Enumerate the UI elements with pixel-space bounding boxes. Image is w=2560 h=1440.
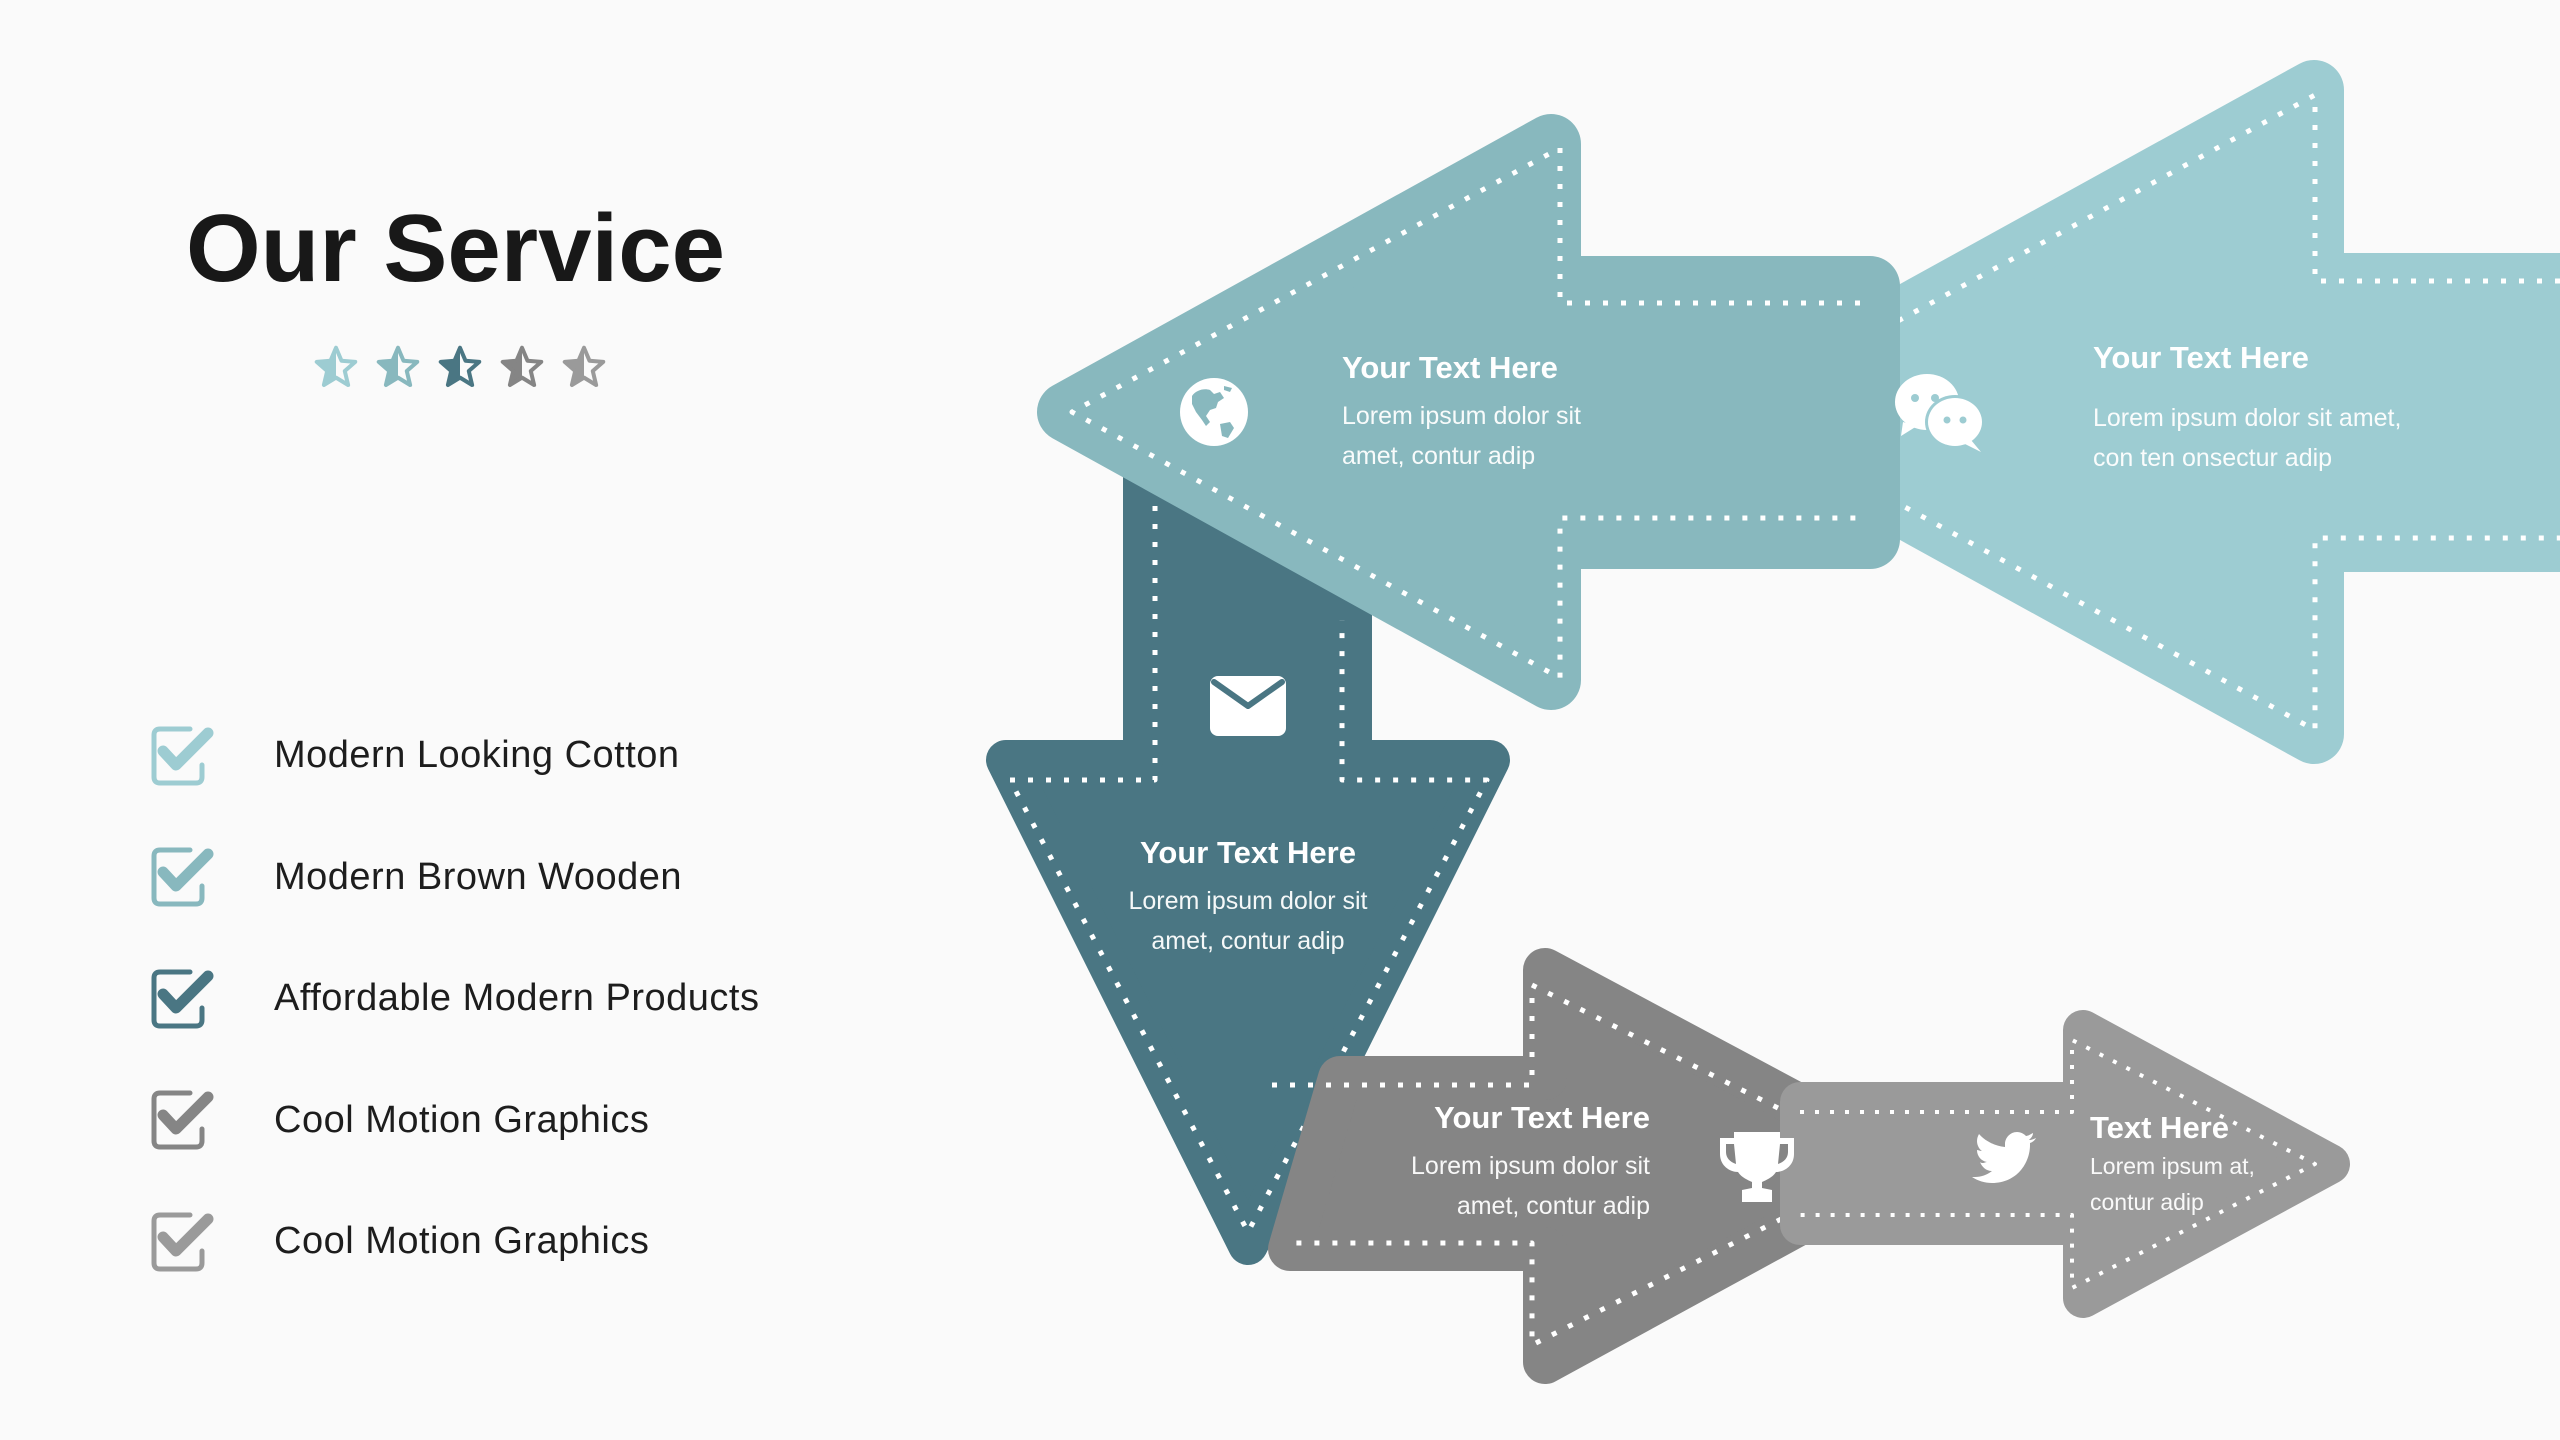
arrow-globe-shape — [1037, 114, 1900, 710]
trophy-icon — [1720, 1132, 1794, 1202]
arrow-trophy-shape — [1268, 948, 1930, 1384]
star-icon — [314, 345, 358, 387]
arrow-globe-body-line1: Lorem ipsum dolor sit — [1342, 402, 1581, 430]
arrow-trophy-body-line1: Lorem ipsum dolor sit — [1411, 1152, 1650, 1180]
arrow-mail-body-line2: amet, contur adip — [1151, 927, 1345, 955]
checklist-item-label: Modern Brown Wooden — [274, 855, 683, 898]
checkbox-checked-icon[interactable] — [150, 725, 214, 787]
star-icon — [376, 345, 420, 387]
checkbox-checked-icon[interactable] — [150, 1089, 214, 1151]
arrow-twitter-body-line2: contur adip — [2090, 1189, 2204, 1215]
checkbox-checked-icon[interactable] — [150, 1211, 214, 1273]
twitter-bird-icon — [1972, 1132, 2036, 1183]
star-outline — [562, 345, 606, 387]
arrow-twitter-heading: Text Here — [2090, 1110, 2229, 1145]
star-outline — [438, 345, 482, 387]
checklist-item: Modern Looking Cotton — [150, 695, 759, 817]
feature-checklist: Modern Looking Cotton Modern Brown Woode… — [150, 695, 759, 1303]
star-icon — [500, 345, 544, 387]
arrow-chat-body-line1: Lorem ipsum dolor sit amet, — [2093, 404, 2402, 432]
checklist-item: Affordable Modern Products — [150, 938, 759, 1060]
star-fill — [440, 347, 460, 385]
page-title: Our Service — [186, 195, 725, 302]
star-outline — [376, 345, 420, 387]
envelope-icon — [1210, 676, 1286, 736]
checklist-item: Cool Motion Graphics — [150, 1181, 759, 1303]
arrow-chat-shape — [1700, 60, 2560, 764]
star-outline — [314, 345, 358, 387]
arrow-chat-body-line2: con ten onsectur adip — [2093, 444, 2333, 472]
arrow-globe-body-line2: amet, contur adip — [1342, 442, 1536, 470]
arrow-trophy-heading: Your Text Here — [1434, 1100, 1650, 1135]
checklist-item: Cool Motion Graphics — [150, 1060, 759, 1182]
checklist-item-label: Cool Motion Graphics — [274, 1220, 650, 1263]
chat-bubbles-icon — [1895, 374, 1985, 452]
arrow-twitter-shape — [1780, 1010, 2350, 1318]
arrow-globe — [1037, 114, 1900, 710]
checklist-item-label: Affordable Modern Products — [274, 977, 760, 1020]
arrow-mail-text: Your Text Here Lorem ipsum dolor sit ame… — [1098, 835, 1398, 961]
arrow-globe-heading: Your Text Here — [1342, 350, 1558, 385]
star-outline — [500, 345, 544, 387]
arrow-twitter-text: Text Here Lorem ipsum at, contur adip — [2090, 1110, 2255, 1220]
checklist-item-label: Modern Looking Cotton — [274, 734, 680, 777]
checkbox-checked-icon[interactable] — [150, 846, 214, 908]
star-fill — [564, 347, 584, 385]
arrow-twitter-body-line1: Lorem ipsum at, — [2090, 1153, 2255, 1179]
arrow-trophy-body-line2: amet, contur adip — [1456, 1192, 1650, 1220]
arrow-globe-dotted-outline — [1069, 145, 1860, 681]
checklist-item: Modern Brown Wooden — [150, 817, 759, 939]
arrow-mail-body-line1: Lorem ipsum dolor sit — [1128, 887, 1368, 915]
arrow-trophy-text: Your Text Here Lorem ipsum dolor sit ame… — [1350, 1100, 1650, 1226]
star-icon — [562, 345, 606, 387]
checklist-item-label: Cool Motion Graphics — [274, 1098, 650, 1141]
arrow-mail-dotted-outline — [1007, 470, 1490, 1235]
star-rating — [314, 345, 606, 389]
star-icon — [438, 345, 482, 387]
arrow-twitter-dotted-outline — [1800, 1038, 2317, 1290]
arrow-chat — [1700, 60, 2560, 764]
arrow-twitter — [1780, 1010, 2350, 1318]
star-fill — [378, 347, 398, 385]
arrow-mail-heading: Your Text Here — [1140, 835, 1356, 870]
arrow-chat-text: Your Text Here Lorem ipsum dolor sit ame… — [2093, 340, 2401, 478]
globe-icon — [1180, 378, 1248, 446]
star-fill — [316, 347, 336, 385]
arrow-chat-heading: Your Text Here — [2093, 340, 2309, 375]
star-fill — [502, 347, 522, 385]
checkbox-checked-icon[interactable] — [150, 968, 214, 1030]
arrow-globe-text: Your Text Here Lorem ipsum dolor sit ame… — [1342, 350, 1581, 476]
